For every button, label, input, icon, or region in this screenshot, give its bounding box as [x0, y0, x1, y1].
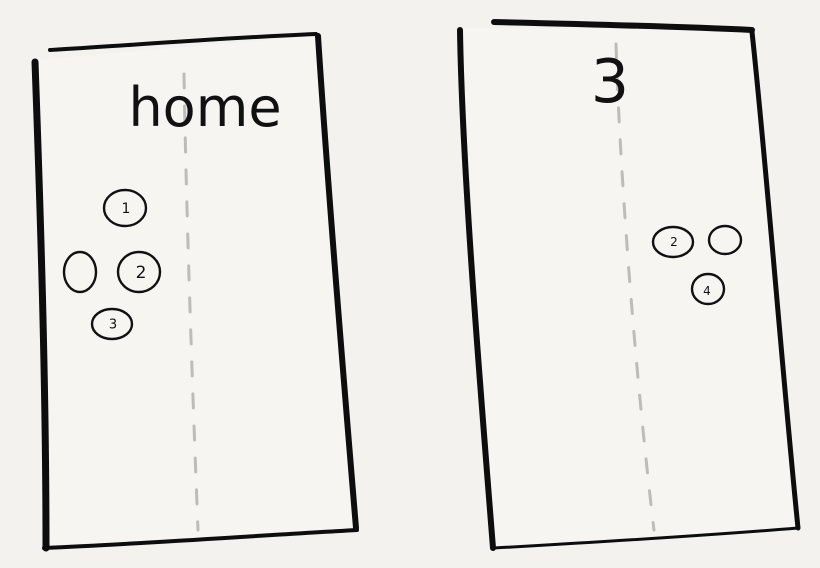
- panel-right: 3 2 4: [457, 19, 801, 551]
- player-number: 2: [670, 235, 678, 249]
- panel-left: home 1 2 3: [31, 32, 359, 552]
- panel-right-center-line: [614, 42, 656, 532]
- player-marker: [707, 224, 743, 256]
- player-marker: 2: [116, 250, 162, 294]
- player-marker: 2: [651, 225, 695, 259]
- player-ring: [102, 188, 148, 228]
- panel-right-bottom-edge: [492, 526, 800, 550]
- player-marker: 1: [102, 188, 148, 228]
- panel-right-background: [461, 28, 798, 548]
- player-number: 1: [122, 201, 131, 217]
- panel-right-right-edge: [749, 29, 801, 531]
- panel-left-right-edge: [315, 33, 359, 531]
- player-ring: [62, 250, 98, 294]
- player-marker: 4: [690, 272, 726, 306]
- player-ring: [690, 272, 726, 306]
- panel-left-background: [34, 36, 357, 548]
- player-ring: [90, 307, 134, 341]
- panel-right-left-edge: [457, 27, 496, 551]
- player-number: 4: [703, 284, 711, 298]
- panel-left-bottom-edge: [42, 528, 359, 550]
- panel-right-label: 3: [591, 47, 629, 117]
- panel-left-top-edge: [48, 32, 318, 52]
- panel-right-top-edge: [491, 19, 755, 33]
- player-ring: [651, 225, 695, 259]
- player-marker: 3: [90, 307, 134, 341]
- panel-left-left-edge: [31, 58, 50, 552]
- player-number: 2: [136, 263, 147, 283]
- player-marker: [62, 250, 98, 294]
- player-number: 3: [109, 318, 117, 333]
- player-ring: [707, 224, 743, 256]
- player-ring: [116, 250, 162, 294]
- panel-left-label: home: [128, 76, 281, 139]
- panel-left-center-line: [182, 72, 200, 532]
